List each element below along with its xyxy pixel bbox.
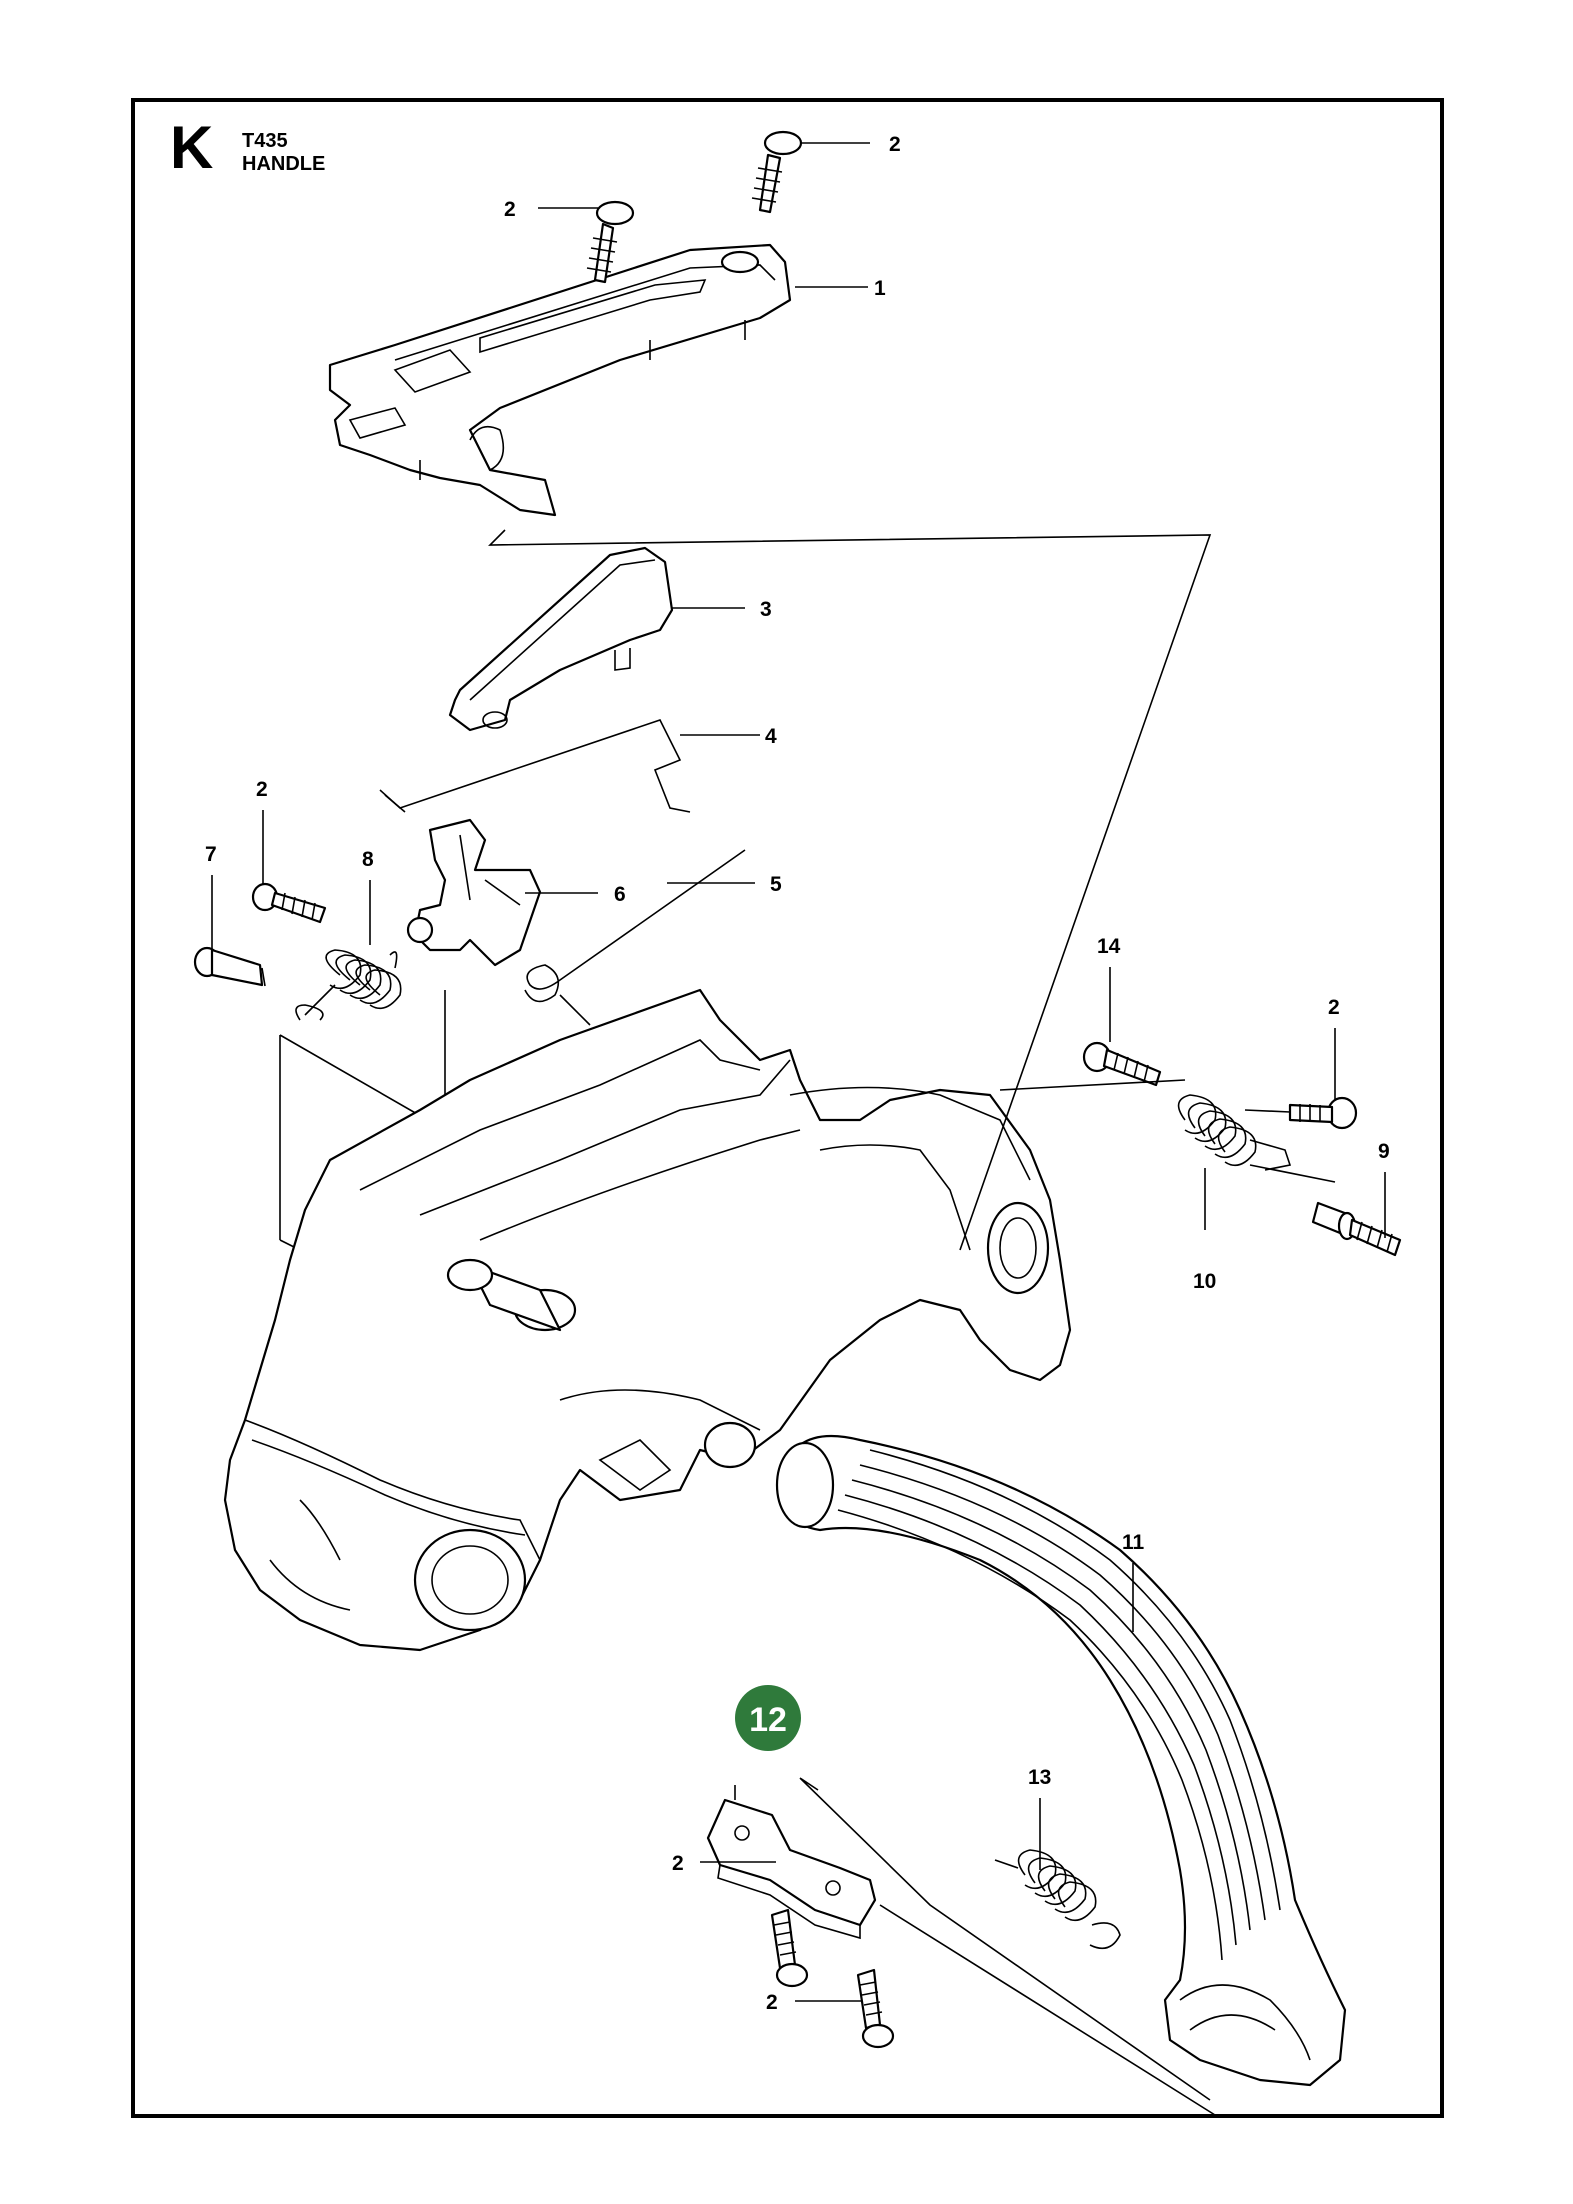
screw-top-right-part[interactable] [751, 130, 803, 214]
spring-wire-5-part[interactable] [524, 849, 746, 1026]
highlight-badge [735, 1685, 801, 1751]
screw-14-part[interactable] [1082, 1041, 1162, 1087]
callout-throttle-lockout: 3 [760, 598, 772, 621]
leader-lines [211, 142, 1386, 2002]
main-housing-part[interactable] [223, 988, 1072, 1652]
callout-screw-top-right: 2 [889, 133, 901, 156]
callout-screw-left: 2 [256, 778, 268, 801]
screw-top-left-part[interactable] [586, 200, 635, 284]
callout-bolt-9: 9 [1378, 1140, 1390, 1163]
callout-screw-14: 14 [1097, 935, 1121, 958]
callout-front-handle-11: 11 [1122, 1531, 1145, 1554]
callout-top-handle: 1 [874, 277, 886, 300]
bracket-12-part[interactable] [706, 1798, 877, 1940]
callout-screw-bottom-2: 2 [766, 1991, 778, 2014]
model-name: T435 [242, 130, 288, 152]
pin-7-part[interactable] [193, 946, 266, 987]
section-letter: K [170, 114, 214, 181]
callout-spring-8: 8 [362, 848, 374, 871]
throttle-lockout-part[interactable] [448, 546, 674, 732]
screw-bottom-2-part[interactable] [856, 1968, 895, 2049]
top-handle-part[interactable] [328, 243, 792, 517]
bolt-9-part[interactable] [1311, 1201, 1402, 1257]
callout-spring-13: 13 [1028, 1766, 1051, 1789]
highlight-callout-12[interactable]: 12 [735, 1685, 801, 1751]
section-title: HANDLE [242, 153, 326, 175]
screw-bottom-1-part[interactable] [770, 1908, 809, 1988]
highlight-label: 12 [749, 1701, 787, 1739]
callout-spring-10: 10 [1193, 1270, 1216, 1293]
front-handle-part[interactable] [775, 1434, 1347, 2087]
callout-wire-spring-4: 4 [765, 725, 777, 748]
spring-8-part[interactable] [295, 949, 402, 1021]
callout-pin-7: 7 [205, 843, 217, 866]
spring-13-part[interactable] [994, 1849, 1121, 1950]
callout-screw-bottom-1: 2 [672, 1852, 684, 1875]
callout-screw-right: 2 [1328, 996, 1340, 1019]
wire-spring-4-part[interactable] [379, 719, 691, 813]
screw-right-part[interactable] [1288, 1096, 1358, 1130]
callout-screw-top-left: 2 [504, 198, 516, 221]
trigger-part[interactable] [406, 818, 542, 967]
callout-trigger-6: 6 [614, 883, 626, 906]
diagram-frame [131, 98, 1444, 2118]
spring-10-part[interactable] [1177, 1094, 1336, 1183]
callout-spring-wire-5: 5 [770, 873, 782, 896]
screw-left-part[interactable] [251, 882, 327, 924]
